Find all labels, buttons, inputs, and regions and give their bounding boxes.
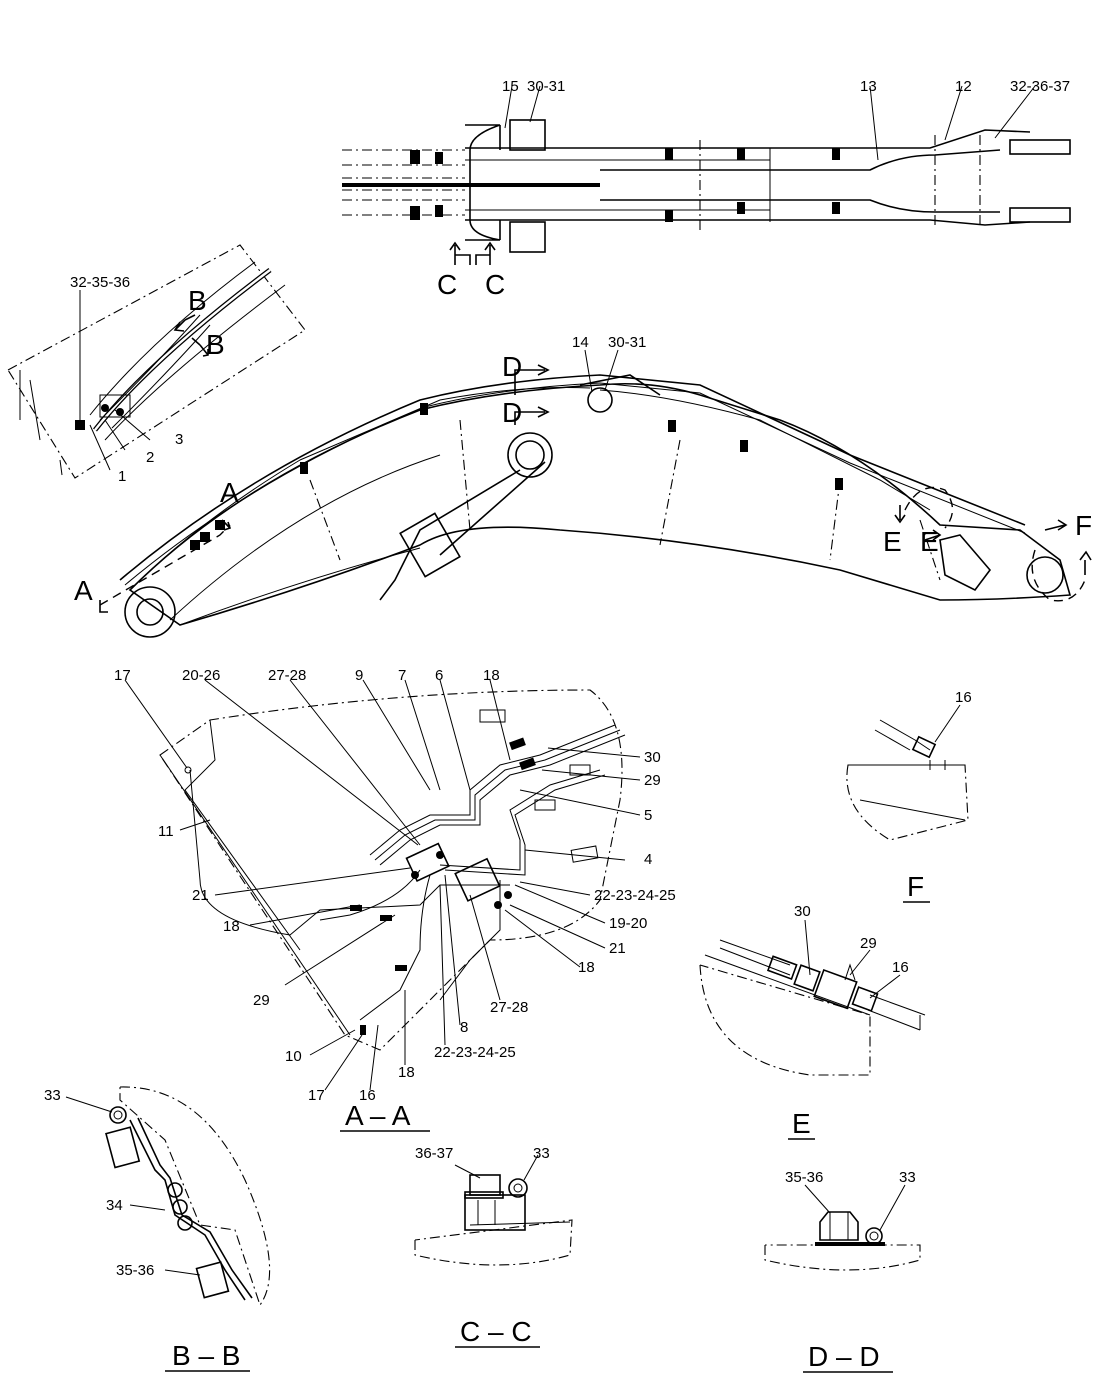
section-bb-view bbox=[65, 1086, 271, 1307]
section-marker-c-left: C bbox=[437, 269, 457, 300]
section-marker-f-top: F bbox=[1075, 510, 1092, 541]
callout-16-e: 16 bbox=[892, 959, 909, 976]
callout-30-e: 30 bbox=[794, 903, 811, 920]
section-aa-title: A – A bbox=[345, 1100, 411, 1131]
section-marker-a-right: A bbox=[220, 477, 239, 508]
callout-22-23-24-25-right: 22-23-24-25 bbox=[594, 887, 676, 904]
side-view-boom bbox=[99, 349, 1092, 638]
callout-36-37: 36-37 bbox=[415, 1145, 453, 1162]
callout-2: 2 bbox=[146, 449, 154, 466]
callout-35-36-dd: 35-36 bbox=[785, 1169, 823, 1186]
section-marker-d-bottom: D bbox=[502, 397, 522, 428]
section-e-view bbox=[699, 919, 926, 1076]
section-marker-a-left: A bbox=[74, 575, 93, 606]
callout-18-bottom: 18 bbox=[398, 1064, 415, 1081]
section-marker-e-left: E bbox=[883, 526, 902, 557]
callout-22-23-24-25-bottom: 22-23-24-25 bbox=[434, 1044, 516, 1061]
section-marker-e-right: E bbox=[920, 526, 939, 557]
callout-33-bb: 33 bbox=[44, 1087, 61, 1104]
callout-12: 12 bbox=[955, 78, 972, 95]
section-aa-view bbox=[124, 679, 641, 1091]
callout-35-36-bb: 35-36 bbox=[116, 1262, 154, 1279]
section-bb-title: B – B bbox=[172, 1340, 240, 1371]
callout-27-28-bottom: 27-28 bbox=[490, 999, 528, 1016]
callout-8: 8 bbox=[460, 1019, 468, 1036]
callout-20-26: 20-26 bbox=[182, 667, 220, 684]
section-marker-b-bottom: B bbox=[206, 329, 225, 360]
section-cc-view bbox=[414, 1154, 573, 1266]
section-f-title: F bbox=[907, 871, 924, 902]
callout-16-f: 16 bbox=[955, 689, 972, 706]
callout-18-top: 18 bbox=[483, 667, 500, 684]
callout-10: 10 bbox=[285, 1048, 302, 1065]
callout-14: 14 bbox=[572, 334, 589, 351]
callout-29-aa: 29 bbox=[644, 772, 661, 789]
callout-18-left: 18 bbox=[223, 918, 240, 935]
callout-15: 15 bbox=[502, 78, 519, 95]
section-e-title: E bbox=[792, 1108, 811, 1139]
callout-1: 1 bbox=[118, 468, 126, 485]
callout-6: 6 bbox=[435, 667, 443, 684]
callout-32-36-37: 32-36-37 bbox=[1010, 78, 1070, 95]
callout-9: 9 bbox=[355, 667, 363, 684]
detail-b-view bbox=[7, 244, 306, 479]
callout-33-cc: 33 bbox=[533, 1145, 550, 1162]
callout-27-28-top: 27-28 bbox=[268, 667, 306, 684]
callout-30-31: 30-31 bbox=[527, 78, 565, 95]
callout-17-bottom: 17 bbox=[308, 1087, 325, 1104]
callout-30-31-side: 30-31 bbox=[608, 334, 646, 351]
callout-33-dd: 33 bbox=[899, 1169, 916, 1186]
section-dd-title: D – D bbox=[808, 1341, 880, 1372]
callout-7: 7 bbox=[398, 667, 406, 684]
callout-30-aa: 30 bbox=[644, 749, 661, 766]
callout-21-right: 21 bbox=[609, 940, 626, 957]
section-marker-d-top: D bbox=[502, 351, 522, 382]
callout-5: 5 bbox=[644, 807, 652, 824]
callout-17-top: 17 bbox=[114, 667, 131, 684]
section-dd-view bbox=[764, 1184, 921, 1271]
callout-21-left: 21 bbox=[192, 887, 209, 904]
section-marker-c-right: C bbox=[485, 269, 505, 300]
top-view bbox=[342, 85, 1071, 265]
callout-29-left: 29 bbox=[253, 992, 270, 1009]
section-f-view bbox=[846, 704, 969, 841]
callout-3: 3 bbox=[175, 431, 183, 448]
callout-16-aa: 16 bbox=[359, 1087, 376, 1104]
callout-13: 13 bbox=[860, 78, 877, 95]
callout-32-35-36: 32-35-36 bbox=[70, 274, 130, 291]
section-marker-b-top: B bbox=[188, 285, 207, 316]
callout-4: 4 bbox=[644, 851, 652, 868]
callout-19-20: 19-20 bbox=[609, 915, 647, 932]
callout-34: 34 bbox=[106, 1197, 123, 1214]
callout-18-right: 18 bbox=[578, 959, 595, 976]
callout-11: 11 bbox=[158, 823, 174, 840]
section-cc-title: C – C bbox=[460, 1316, 532, 1347]
callout-29-e: 29 bbox=[860, 935, 877, 952]
